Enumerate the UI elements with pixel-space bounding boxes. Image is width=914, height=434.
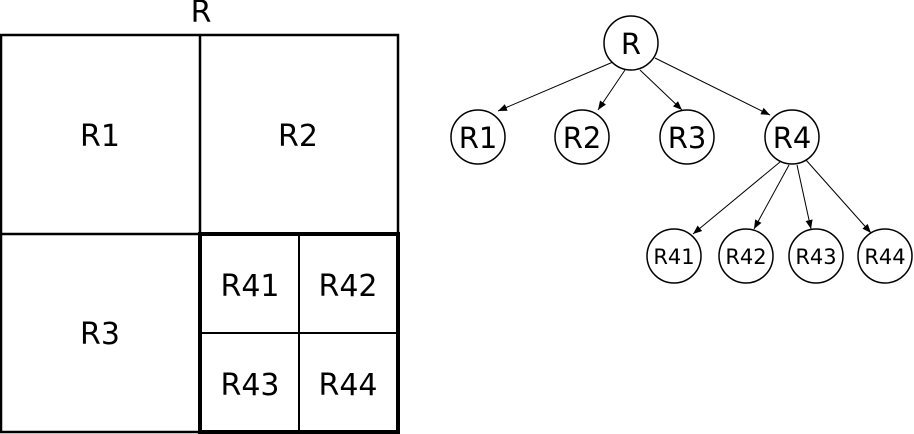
tree-node-r42 [718,228,774,284]
edge-r4-r44 [805,159,872,234]
edge-r-r1 [497,61,614,112]
tree-node-r43-label: R43 [795,245,836,269]
tree-node-r2 [554,109,610,165]
region-r43-label: R43 [220,368,279,403]
tree-node-r44 [857,228,913,284]
tree-node-r44-label: R44 [864,245,905,269]
region-r2-label: R2 [278,119,318,154]
partition-title: R [191,0,212,30]
region-r1-label: R1 [80,119,120,154]
tree-node-r-label: R [621,27,641,61]
edge-r4-r43 [796,164,813,230]
region-r41-label: R41 [220,269,279,304]
tree-node-r41 [646,228,702,284]
edge-r-r3 [639,69,683,111]
tree-node-r43 [788,228,844,284]
tree-node-r3 [659,109,715,165]
region-r44-label: R44 [318,368,377,403]
tree-node-r42-label: R42 [725,245,766,269]
edge-r4-r42 [753,164,790,230]
region-tree: R R1 R2 R3 R4 R41 R42 R43 R44 [450,15,913,284]
tree-node-r3-label: R3 [668,121,707,155]
tree-node-r41-label: R41 [653,245,694,269]
edge-r4-r41 [692,161,781,235]
tree-node-r4 [764,109,820,165]
tree-node-r4-label: R4 [773,121,812,155]
edge-r-r4 [654,57,771,116]
tree-node-r2-label: R2 [563,121,602,155]
tree-node-r1-label: R1 [459,121,498,155]
region-r42-label: R42 [318,269,377,304]
tree-node-r [603,15,659,71]
edge-r-r2 [597,69,626,111]
tree-node-r1 [450,109,506,165]
region-partition: R R1 R2 R3 R41 R42 R43 R44 [0,0,400,434]
region-r3-label: R3 [80,317,120,352]
